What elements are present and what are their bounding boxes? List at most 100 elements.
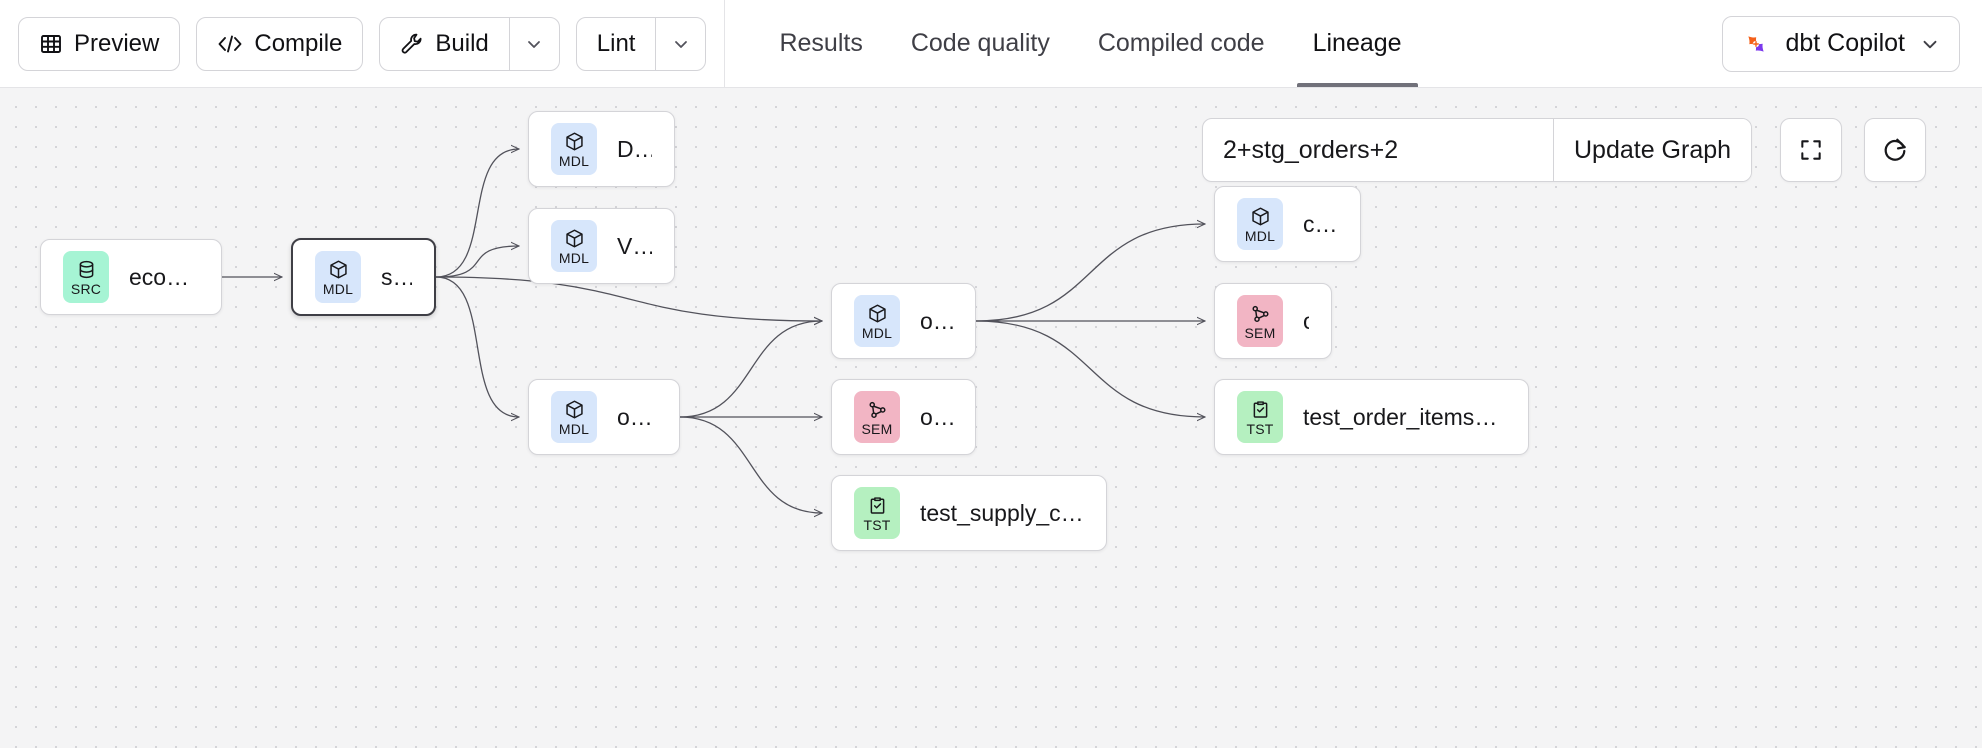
dbt-copilot-label: dbt Copilot bbox=[1785, 29, 1905, 57]
graph-selector-group: Update Graph bbox=[1202, 118, 1753, 182]
mdl-type-icon bbox=[564, 228, 585, 250]
tab-results[interactable]: Results bbox=[779, 29, 863, 57]
dbt-copilot-button[interactable]: dbt Copilot bbox=[1722, 15, 1960, 72]
lineage-edge-orders_mdl-to-customers bbox=[975, 224, 1205, 322]
node-type-badge-label: SEM bbox=[861, 420, 893, 437]
lineage-edge-order_items-to-test_supply bbox=[679, 416, 822, 513]
mdl-type-icon bbox=[564, 131, 585, 153]
lint-button-label: Lint bbox=[596, 29, 636, 57]
node-type-badge-label: MDL bbox=[558, 420, 590, 437]
tab-code-quality[interactable]: Code quality bbox=[910, 29, 1050, 57]
lineage-edge-orders_mdl-to-test_order_items bbox=[975, 320, 1205, 417]
action-button-group: Preview Compile Build bbox=[0, 0, 726, 87]
chevron-down-icon bbox=[1919, 33, 1941, 55]
node-label: orders bbox=[1303, 308, 1309, 335]
node-type-badge-label: MDL bbox=[322, 280, 354, 297]
node-type-badge-mdl: MDL bbox=[1237, 198, 1283, 250]
node-type-badge-label: MDL bbox=[1244, 227, 1276, 244]
node-label: test_supply_costs_sum_correctly bbox=[920, 499, 1084, 526]
chevron-down-icon bbox=[671, 34, 691, 54]
update-graph-button[interactable]: Update Graph bbox=[1553, 119, 1752, 181]
node-type-badge-label: TST bbox=[1246, 420, 1274, 437]
panel-tabs: Results Code quality Compiled code Lineage bbox=[755, 0, 1425, 87]
src-type-icon bbox=[76, 259, 97, 281]
node-label: orders bbox=[920, 307, 953, 334]
lineage-node-order_item_sem[interactable]: SEM order_item bbox=[831, 379, 976, 455]
node-type-badge-mdl: MDL bbox=[551, 220, 597, 272]
compile-button[interactable]: Compile bbox=[196, 16, 364, 71]
refresh-graph-button[interactable] bbox=[1864, 118, 1927, 182]
code-icon bbox=[217, 33, 243, 55]
build-button[interactable]: Build bbox=[380, 18, 508, 70]
table-icon bbox=[39, 32, 63, 56]
node-type-badge-label: SEM bbox=[1244, 324, 1276, 341]
node-type-badge-src: SRC bbox=[63, 251, 109, 303]
wrench-icon bbox=[400, 32, 424, 56]
lineage-node-ve_demo[interactable]: MDL VE_Demo bbox=[528, 208, 675, 284]
lint-button[interactable]: Lint bbox=[577, 18, 656, 70]
compile-button-label: Compile bbox=[254, 29, 343, 57]
copilot-area: dbt Copilot bbox=[1722, 15, 1960, 72]
top-toolbar: Preview Compile Build bbox=[0, 0, 1982, 88]
build-split-button: Build bbox=[379, 16, 560, 71]
lineage-node-order_items[interactable]: MDL order_items bbox=[528, 379, 680, 455]
lineage-node-customers[interactable]: MDL customers bbox=[1214, 186, 1361, 262]
tab-lineage[interactable]: Lineage bbox=[1289, 0, 1426, 87]
node-type-badge-mdl: MDL bbox=[551, 123, 597, 175]
node-label: order_item bbox=[920, 403, 953, 430]
lineage-node-demo[interactable]: MDL Demo bbox=[528, 111, 675, 187]
lint-split-button: Lint bbox=[575, 16, 707, 71]
node-label: stg_orders bbox=[381, 263, 412, 290]
lineage-edge-order_items-to-orders_mdl bbox=[679, 321, 822, 418]
node-type-badge-sem: SEM bbox=[1237, 295, 1283, 347]
node-label: Demo bbox=[617, 135, 652, 162]
node-type-badge-label: MDL bbox=[558, 249, 590, 266]
node-type-badge-sem: SEM bbox=[854, 391, 900, 443]
node-type-badge-label: MDL bbox=[558, 152, 590, 169]
node-type-badge-mdl: MDL bbox=[551, 391, 597, 443]
preview-button[interactable]: Preview bbox=[18, 16, 181, 71]
node-label: customers bbox=[1303, 210, 1338, 237]
node-type-badge-label: SRC bbox=[70, 280, 102, 297]
tab-compiled-code[interactable]: Compiled code bbox=[1097, 29, 1265, 57]
lineage-node-orders_sem[interactable]: SEM orders bbox=[1214, 283, 1332, 359]
lineage-graph-canvas[interactable]: Update Graph bbox=[0, 88, 1982, 748]
lineage-edge-stg_orders-to-demo bbox=[435, 149, 519, 278]
tst-type-icon bbox=[1250, 399, 1271, 421]
node-type-badge-tst: TST bbox=[854, 487, 900, 539]
mdl-type-icon bbox=[564, 399, 585, 421]
lineage-node-test_order_items[interactable]: TST test_order_items_compute_to_bools_c… bbox=[1214, 379, 1529, 455]
build-dropdown-toggle[interactable] bbox=[508, 17, 559, 70]
node-label: order_items bbox=[617, 403, 657, 430]
lint-dropdown-toggle[interactable] bbox=[655, 17, 705, 70]
lineage-node-stg_orders[interactable]: MDL stg_orders bbox=[291, 238, 436, 316]
node-type-badge-label: TST bbox=[863, 516, 891, 533]
graph-selector-input[interactable] bbox=[1203, 119, 1553, 181]
node-type-badge-mdl: MDL bbox=[854, 295, 900, 347]
node-type-badge-mdl: MDL bbox=[315, 251, 361, 303]
lineage-node-orders_mdl[interactable]: MDL orders bbox=[831, 283, 976, 359]
graph-controls: Update Graph bbox=[1202, 118, 1927, 182]
mdl-type-icon bbox=[328, 259, 349, 281]
lineage-edges-layer bbox=[221, 88, 1982, 748]
chevron-down-icon bbox=[524, 34, 544, 54]
build-button-label: Build bbox=[435, 29, 489, 57]
refresh-icon bbox=[1881, 136, 1909, 164]
mdl-type-icon bbox=[867, 303, 888, 325]
node-label: VE_Demo bbox=[617, 232, 652, 259]
lineage-node-test_supply[interactable]: TST test_supply_costs_sum_correctly bbox=[831, 475, 1107, 551]
mdl-type-icon bbox=[1250, 206, 1271, 228]
lineage-edge-stg_orders-to-ve_demo bbox=[435, 246, 519, 278]
node-type-badge-tst: TST bbox=[1237, 391, 1283, 443]
node-label: test_order_items_compute_to_bools_c… bbox=[1303, 403, 1506, 430]
fit-view-button[interactable] bbox=[1780, 118, 1843, 182]
tst-type-icon bbox=[867, 495, 888, 517]
node-label: ecom.raw_orders bbox=[129, 263, 199, 290]
preview-button-label: Preview bbox=[74, 29, 160, 57]
lineage-node-src_raw_orders[interactable]: SRC ecom.raw_orders bbox=[40, 239, 222, 315]
dbt-copilot-logo-icon bbox=[1741, 29, 1771, 59]
fullscreen-icon bbox=[1798, 137, 1824, 163]
lineage-edge-stg_orders-to-order_items bbox=[435, 276, 519, 417]
node-type-badge-label: MDL bbox=[861, 324, 893, 341]
sem-type-icon bbox=[1250, 303, 1271, 325]
